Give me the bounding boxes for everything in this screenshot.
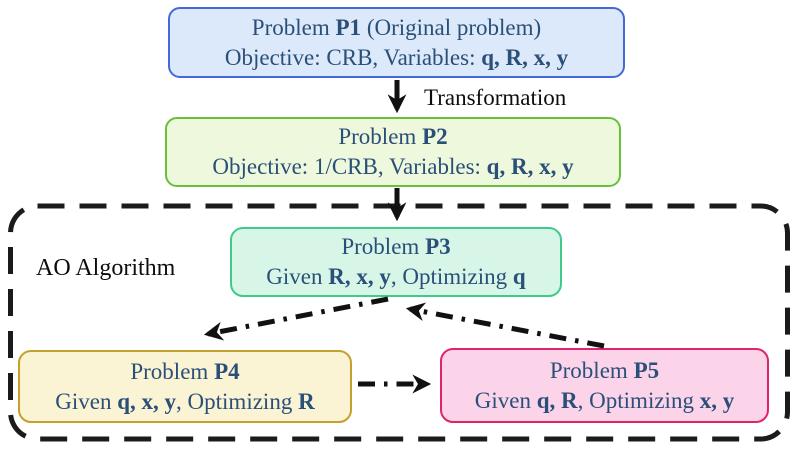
p3-title: Problem P3 bbox=[341, 234, 451, 259]
p5-title: Problem P5 bbox=[549, 357, 660, 383]
p1-detail: Objective: CRB, Variables: q, R, x, y bbox=[224, 44, 569, 70]
box-problem-p4: Problem P4 Given q, x, y, Optimizing R bbox=[18, 350, 352, 423]
box-problem-p5: Problem P5 Given q, R, Optimizing x, y bbox=[440, 348, 769, 423]
p2-title: Problem P2 bbox=[338, 124, 448, 149]
box-problem-p2: Problem P2 Objective: 1/CRB, Variables: … bbox=[165, 117, 621, 187]
p4-title: Problem P4 bbox=[130, 358, 240, 384]
arrow-p3-to-p4 bbox=[203, 296, 389, 341]
p1-title: Problem P1 (Original problem) bbox=[251, 14, 542, 40]
p3-detail: Given R, x, y, Optimizing q bbox=[266, 264, 526, 289]
p4-detail: Given q, x, y, Optimizing R bbox=[55, 388, 315, 414]
arrow-p5-to-p3 bbox=[405, 302, 605, 349]
transformation-label: Transformation bbox=[424, 85, 567, 110]
p5-detail: Given q, R, Optimizing x, y bbox=[474, 387, 735, 413]
p2-detail: Objective: 1/CRB, Variables: q, R, x, y bbox=[212, 154, 574, 179]
box-problem-p3: Problem P3 Given R, x, y, Optimizing q bbox=[230, 227, 562, 297]
ao-algorithm-label: AO Algorithm bbox=[36, 255, 176, 281]
box-problem-p1: Problem P1 (Original problem) Objective:… bbox=[168, 7, 625, 78]
